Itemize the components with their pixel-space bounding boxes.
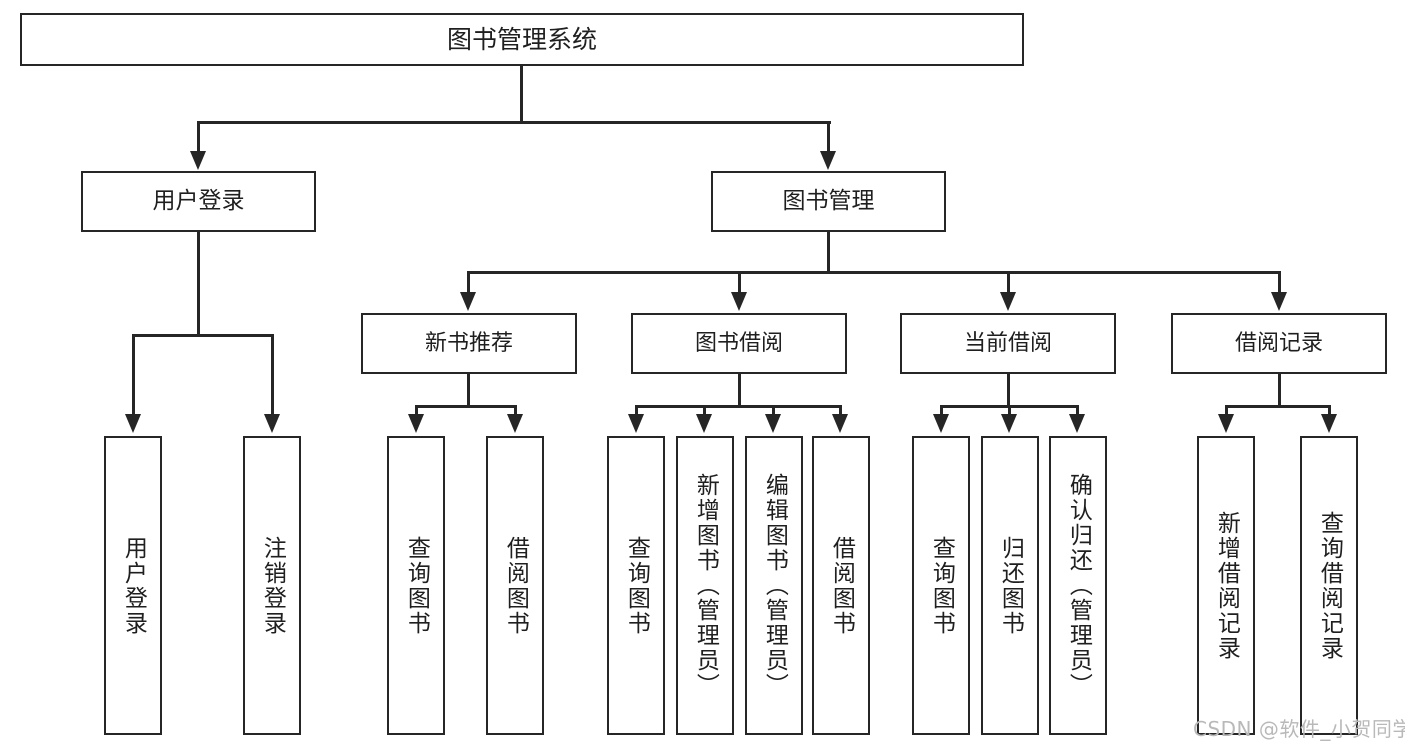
arrow-new-book-recommend: [460, 292, 476, 311]
arrow-nbr-leaf-2: [507, 414, 523, 433]
edge-borrow-record-stem: [1278, 374, 1281, 407]
edge-drop-cb-leaf-1: [940, 405, 943, 419]
edge-drop-book-management: [827, 121, 830, 155]
edge-drop-cb-leaf-3: [1076, 405, 1079, 419]
edge-drop-user-login-leaf-1: [132, 334, 135, 418]
arrow-current-borrow: [1000, 292, 1016, 311]
arrow-user-login: [190, 151, 206, 170]
edge-drop-bb-leaf-4: [839, 405, 842, 419]
node-label: 归还图书: [997, 535, 1024, 636]
edge-drop-current-borrow: [1007, 271, 1010, 296]
leaf-bb-borrow-book[interactable]: 借阅图书: [812, 436, 870, 735]
leaf-bb-edit-book-admin[interactable]: 编辑图书（管理员）: [745, 436, 803, 735]
edge-drop-nbr-leaf-1: [415, 405, 418, 419]
node-label: 注销登录: [259, 535, 286, 636]
node-label: 查询图书: [928, 535, 955, 636]
node-label: 图书借阅: [694, 330, 783, 356]
leaf-nbr-borrow-book[interactable]: 借阅图书: [486, 436, 544, 735]
edge-user-login-bus: [133, 334, 273, 337]
node-label: 新书推荐: [424, 330, 513, 356]
arrow-br-leaf-2: [1321, 414, 1337, 433]
node-label: 借阅图书: [502, 535, 529, 636]
edge-root-stem: [520, 66, 523, 123]
edge-book-management-stem: [827, 232, 830, 273]
node-label: 借阅记录: [1234, 330, 1323, 356]
edge-drop-bb-leaf-2: [703, 405, 706, 419]
leaf-nbr-query-book[interactable]: 查询图书: [387, 436, 445, 735]
edge-user-login-stem: [197, 232, 200, 336]
node-label: 确认归还（管理员）: [1065, 473, 1092, 698]
leaf-bb-query-book[interactable]: 查询图书: [607, 436, 665, 735]
arrow-nbr-leaf-1: [408, 414, 424, 433]
leaf-br-query-record[interactable]: 查询借阅记录: [1300, 436, 1358, 735]
leaf-cb-query-book[interactable]: 查询图书: [912, 436, 970, 735]
arrow-book-borrow: [731, 292, 747, 311]
arrow-bb-leaf-3: [765, 414, 781, 433]
leaf-cb-return-book[interactable]: 归还图书: [981, 436, 1039, 735]
node-label: 当前借阅: [963, 330, 1052, 356]
edge-drop-borrow-record: [1278, 271, 1281, 296]
node-book-borrow[interactable]: 图书借阅: [631, 313, 847, 374]
edge-drop-user-login-leaf-2: [271, 334, 274, 418]
edge-drop-br-leaf-2: [1328, 405, 1331, 419]
node-borrow-record[interactable]: 借阅记录: [1171, 313, 1387, 374]
node-label: 用户登录: [152, 188, 245, 215]
node-book-management[interactable]: 图书管理: [711, 171, 946, 232]
edge-drop-nbr-leaf-2: [514, 405, 517, 419]
arrow-bb-leaf-4: [832, 414, 848, 433]
edge-book-borrow-stem: [738, 374, 741, 407]
node-user-login[interactable]: 用户登录: [81, 171, 316, 232]
edge-drop-user-login: [197, 121, 200, 155]
arrow-borrow-record: [1271, 292, 1287, 311]
node-label: 用户登录: [120, 535, 147, 636]
edge-drop-bb-leaf-3: [772, 405, 775, 419]
edge-new-book-recommend-stem: [467, 374, 470, 407]
edge-level2-bus: [198, 121, 831, 124]
node-current-borrow[interactable]: 当前借阅: [900, 313, 1116, 374]
arrow-cb-leaf-1: [933, 414, 949, 433]
leaf-user-login-login[interactable]: 用户登录: [104, 436, 162, 735]
arrow-bb-leaf-1: [628, 414, 644, 433]
node-label: 图书管理系统: [446, 24, 597, 54]
node-root-book-management-system[interactable]: 图书管理系统: [20, 13, 1024, 66]
leaf-user-login-logout[interactable]: 注销登录: [243, 436, 301, 735]
leaf-br-add-record[interactable]: 新增借阅记录: [1197, 436, 1255, 735]
edge-drop-book-borrow: [738, 271, 741, 296]
edge-drop-new-book-recommend: [467, 271, 470, 296]
edge-drop-bb-leaf-1: [635, 405, 638, 419]
arrow-bb-leaf-2: [696, 414, 712, 433]
edge-book-borrow-bus: [636, 405, 841, 408]
leaf-bb-add-book-admin[interactable]: 新增图书（管理员）: [676, 436, 734, 735]
edge-drop-cb-leaf-2: [1008, 405, 1011, 419]
edge-drop-br-leaf-1: [1225, 405, 1228, 419]
arrow-br-leaf-1: [1218, 414, 1234, 433]
node-label: 查询图书: [403, 535, 430, 636]
node-label: 图书管理: [782, 188, 875, 215]
edge-current-borrow-stem: [1007, 374, 1010, 407]
leaf-cb-confirm-return-admin[interactable]: 确认归还（管理员）: [1049, 436, 1107, 735]
arrow-cb-leaf-3: [1069, 414, 1085, 433]
node-label: 查询图书: [623, 535, 650, 636]
arrow-cb-leaf-2: [1001, 414, 1017, 433]
node-label: 新增借阅记录: [1213, 510, 1240, 661]
node-label: 查询借阅记录: [1316, 510, 1343, 661]
edge-borrow-record-bus: [1226, 405, 1330, 408]
arrow-user-login-leaf-2: [264, 414, 280, 433]
node-label: 编辑图书（管理员）: [761, 473, 788, 698]
arrow-user-login-leaf-1: [125, 414, 141, 433]
node-label: 新增图书（管理员）: [692, 473, 719, 698]
node-label: 借阅图书: [828, 535, 855, 636]
node-new-book-recommend[interactable]: 新书推荐: [361, 313, 577, 374]
arrow-book-management: [820, 151, 836, 170]
edge-level3-bus: [468, 271, 1281, 274]
edge-new-book-recommend-bus: [416, 405, 516, 408]
